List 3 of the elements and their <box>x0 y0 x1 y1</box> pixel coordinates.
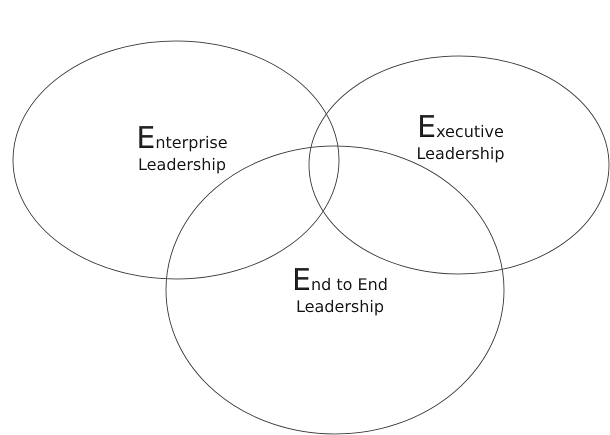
set-label: End to End Leadership <box>291 270 389 318</box>
set-label: Executive Leadership <box>416 117 506 165</box>
set-label: Enterprise Leadership <box>135 128 229 176</box>
